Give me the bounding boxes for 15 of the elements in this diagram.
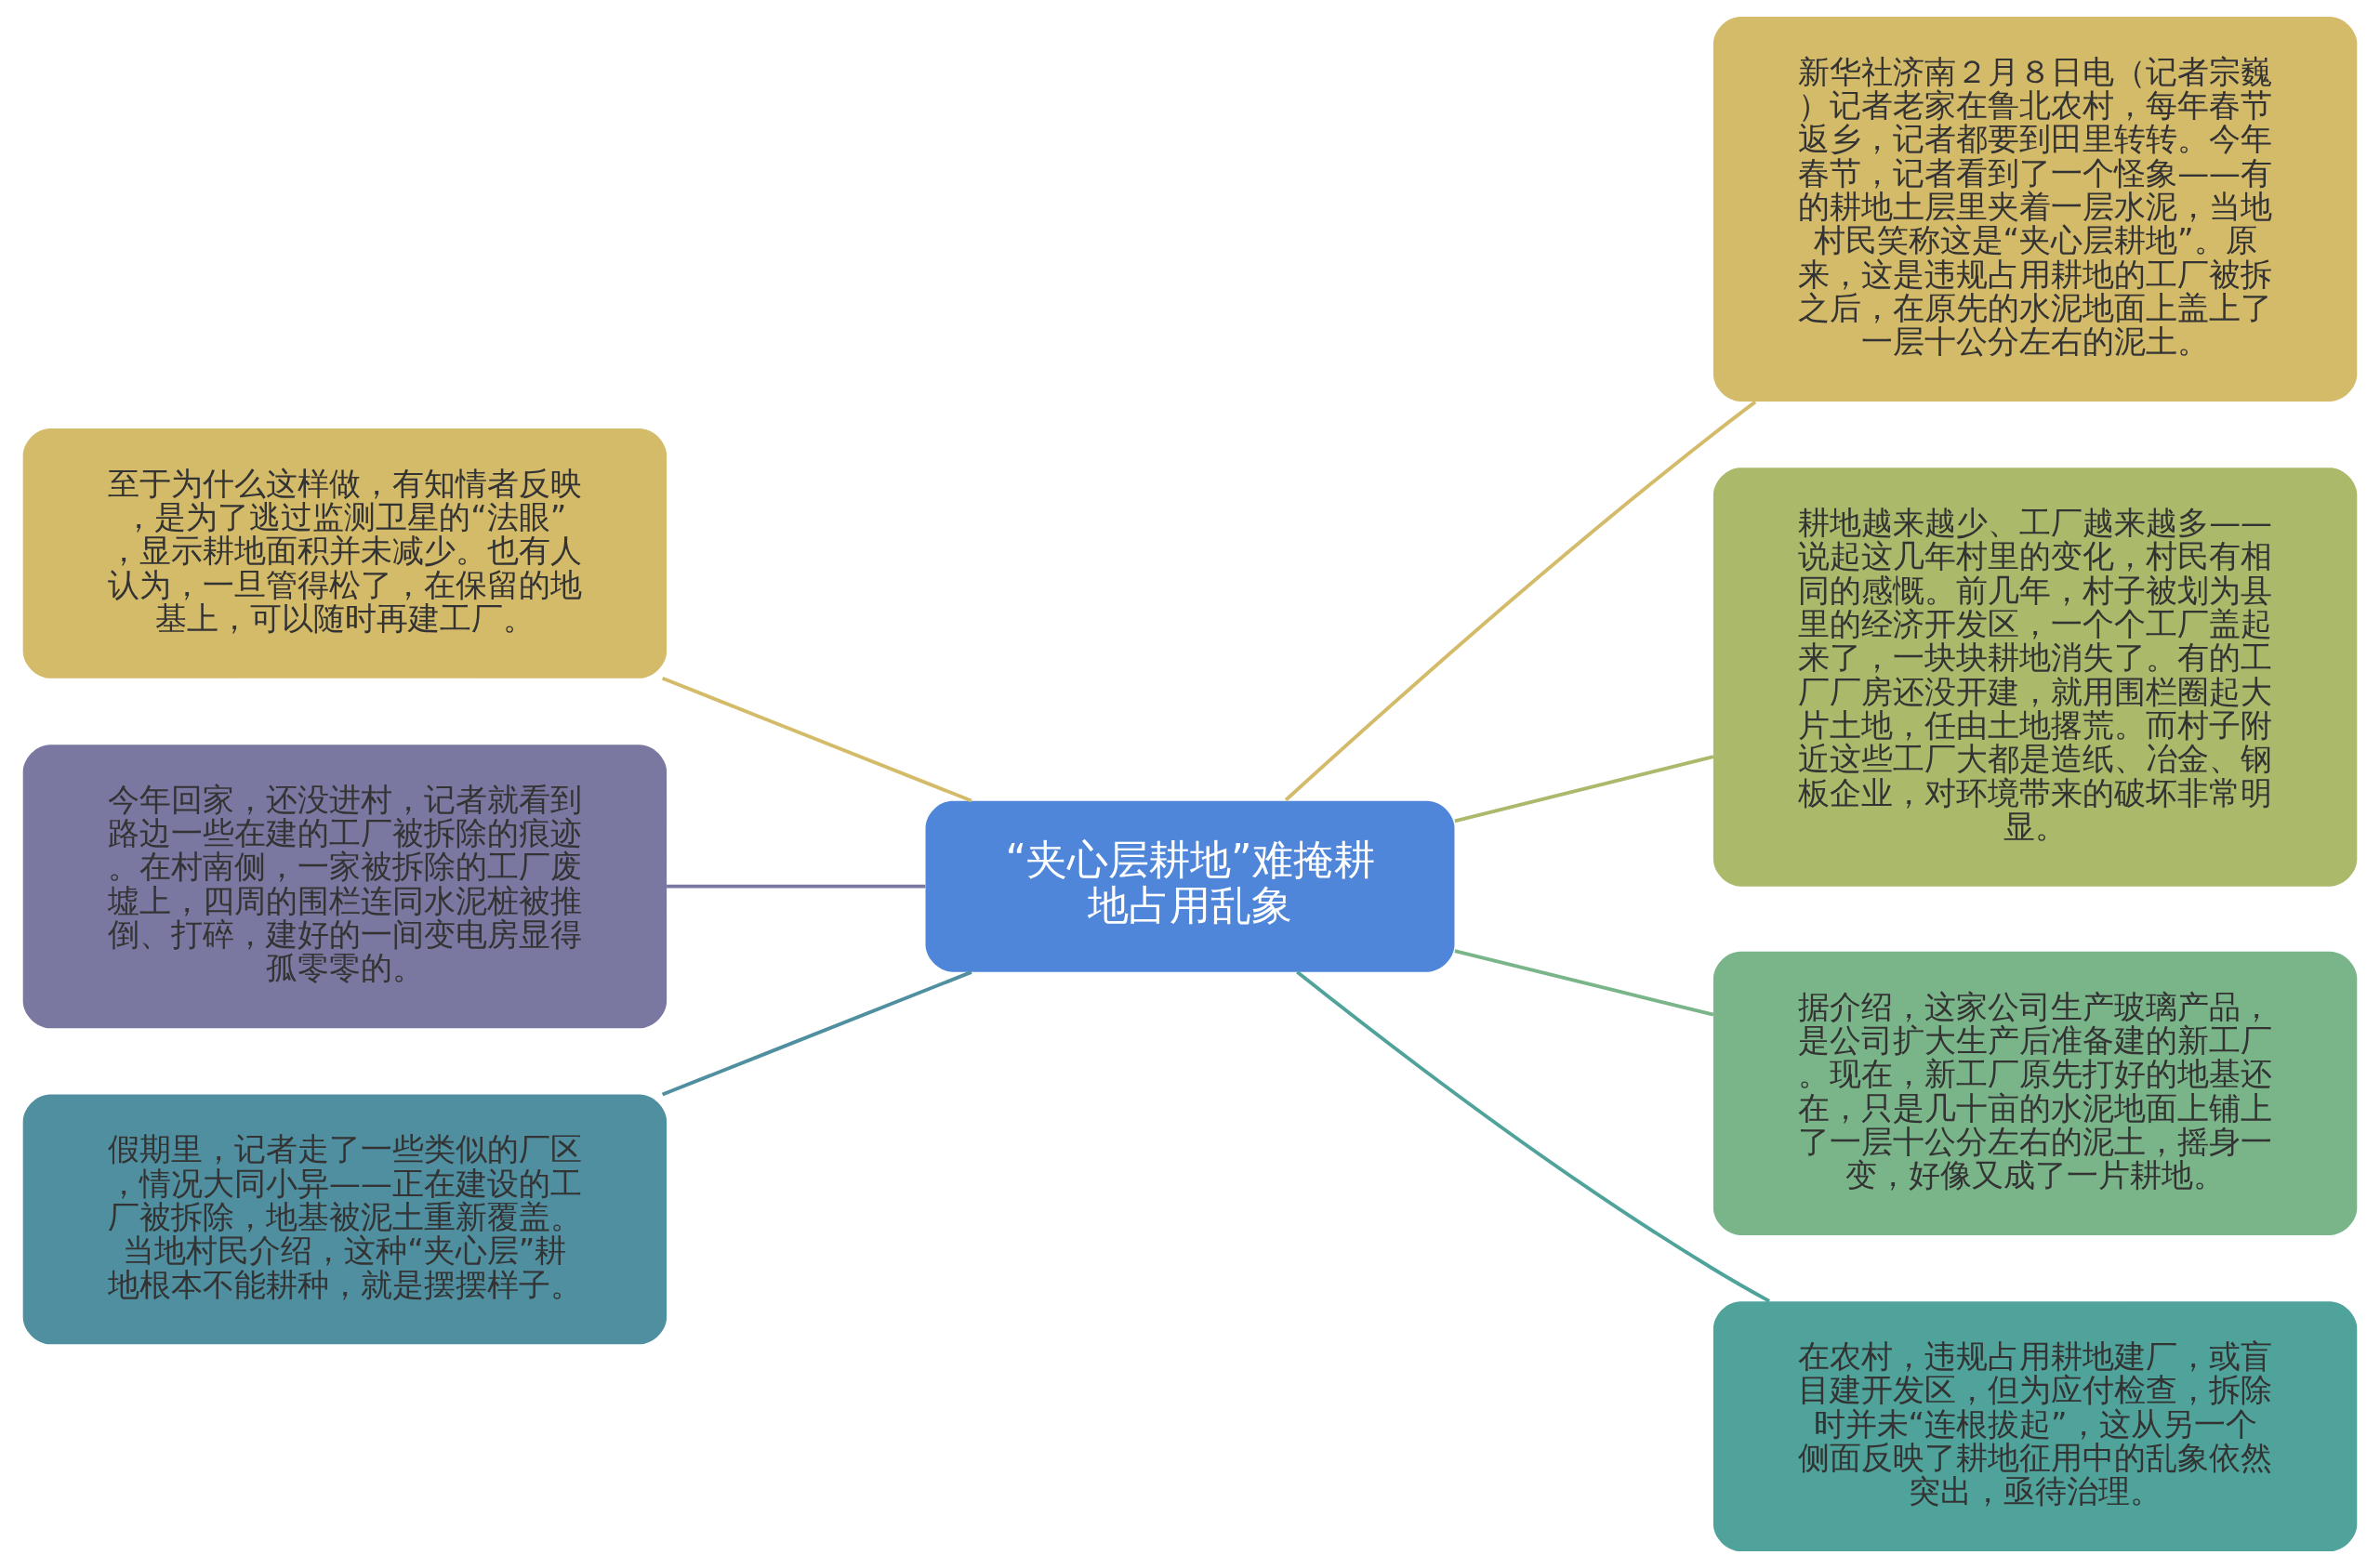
connector [667,884,926,889]
node-box: 在农村，违规占用耕地建厂，或盲目建开发区，但为应付检查，拆除时并未“连根拔起”，这从另一个侧面反映了耕地征用中的乱象依然突出，亟待治理。 [1712,1301,2358,1552]
node-box: “夹心层耕地”难掩耕地占用乱象 [925,800,1455,972]
connector [661,970,972,1097]
node-box: 新华社济南２月８日电（记者宗巍）记者老家在鲁北农村，每年春节返乡，记者都要到田里转转。今年春节，记者看到了一个怪象——有的耕地土层里夹着一层水泥，当地村民笑称这是“夹心层耕地”。原来，这是违规占用耕地的工厂被拆之后，在原先的水泥地面上盖上了一层十公分左右的泥土。 [1712,16,2358,402]
node-box: 耕地越来越少、工厂越来越多——说起这几年村里的变化，村民有相同的感慨。前几年，村子被划为县里的经济开发区，一个个工厂盖起来了，一块块耕地消失了。有的工厂厂房还没开建，就用围栏圈起大片土地，任由土地撂荒。而村子附近这些工厂大都是造纸、冶金、钢板企业，对环境带来的破坏非常明显。 [1712,468,2358,887]
node-box: 今年回家，还没进村，记者就看到路边一些在建的工厂被拆除的痕迹。在村南侧，一家被拆除的工厂废墟上，四周的围栏连同水泥桩被推倒、打碎，建好的一间变电房显得孤零零的。 [22,744,668,1029]
node-box: 据介绍，这家公司生产玻璃产品，是公司扩大生产后准备建的新工厂。现在，新工厂原先打好的地基还在，只是几十亩的水泥地面上铺上了一层十公分左右的泥土，摇身一变，好像又成了一片耕地。 [1712,951,2358,1235]
connector [1454,949,1714,1017]
connector [1284,400,1757,802]
node-box: 至于为什么这样做，有知情者反映，是为了逃过监测卫星的“法眼”，显示耕地面积并未减少。也有人认为，一旦管得松了，在保留的地基上，可以随时再建工厂。 [22,428,668,679]
node-box: 假期里，记者走了一些类似的厂区，情况大同小异——正在建设的工厂被拆除，地基被泥土重新覆盖。当地村民介绍，这种“夹心层”耕地根本不能耕种，就是摆摆样子。 [22,1094,668,1345]
connector [661,677,972,803]
connector [1296,970,1771,1303]
connector [1454,755,1714,824]
